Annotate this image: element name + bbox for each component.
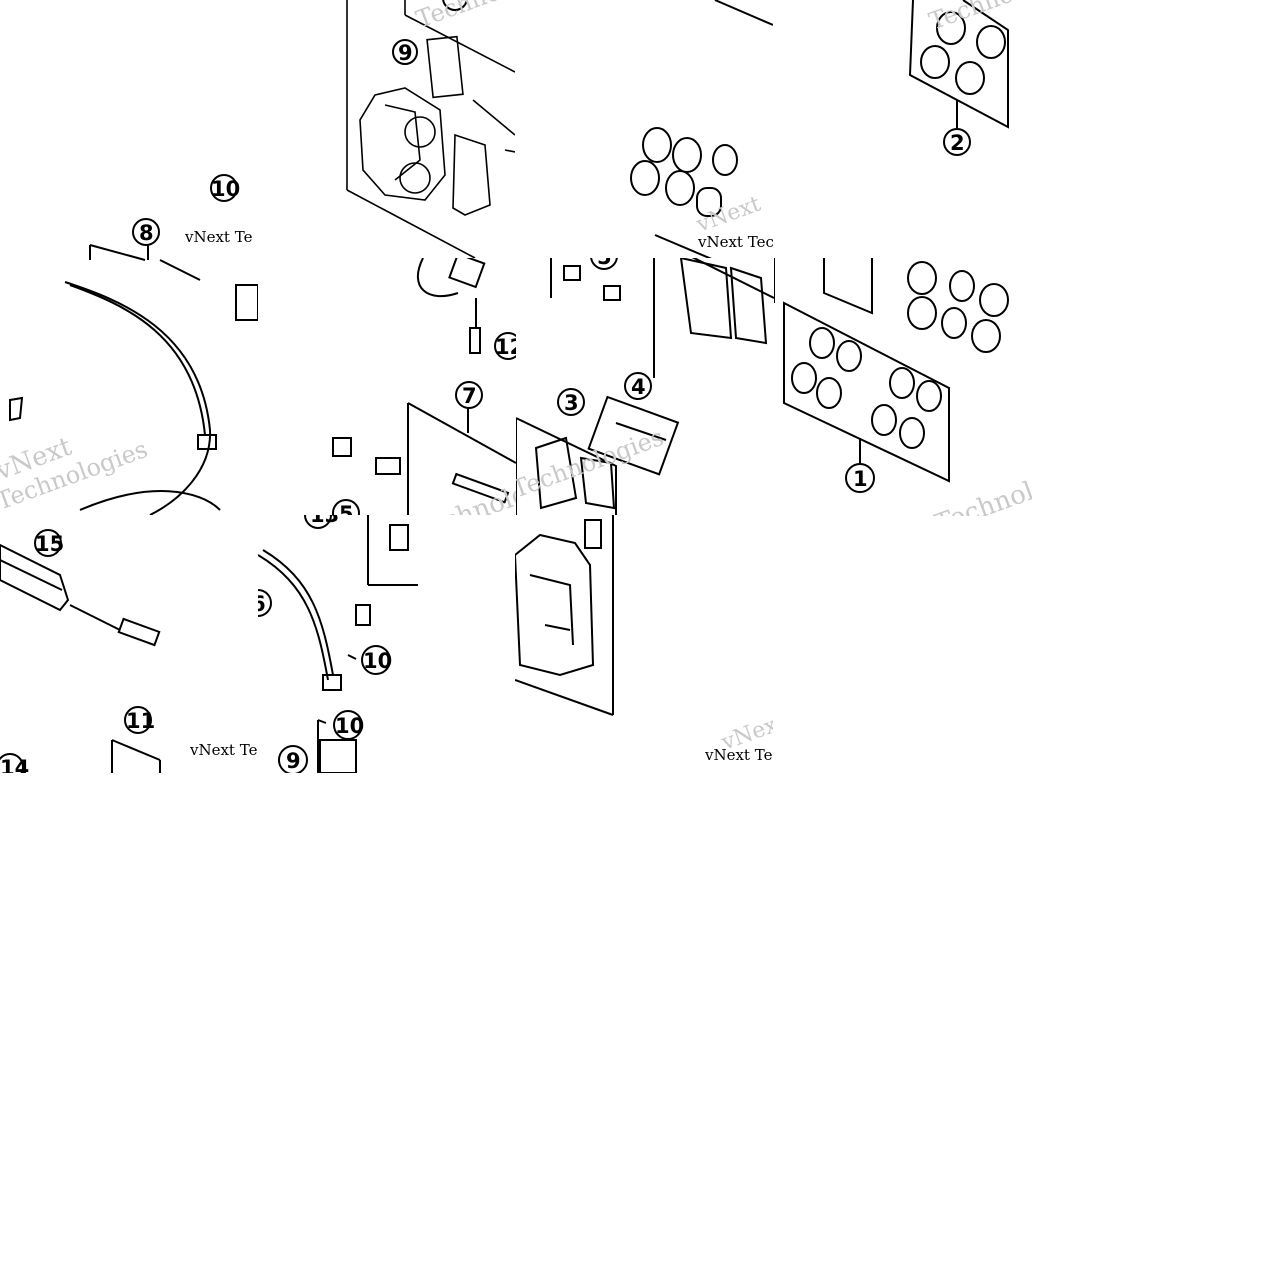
callout-1-label: 1 — [853, 467, 868, 491]
callout-10-label-c: 10 — [335, 714, 364, 738]
callout-6-label: 6 — [258, 592, 266, 616]
watermark-brand-c: Techno — [925, 0, 1016, 36]
tile-caliper-bottom: vNext Te vNext — [515, 515, 773, 773]
callout-4-label: 4 — [631, 375, 646, 399]
callout-5-label-a: 5 — [339, 502, 354, 516]
watermark-fragment: Techno — [412, 0, 503, 34]
watermark-brand-f: Technologies — [516, 423, 667, 504]
watermark-full-e: Technologies — [410, 461, 516, 516]
callout-12-label: 12 — [495, 335, 516, 359]
tile-guard-bottom-left: 15 11 14 vNext Te — [0, 515, 258, 773]
tile-caliper-top: 9 Techno — [345, 0, 515, 258]
callout-9-label-b: 9 — [286, 749, 301, 773]
watermark-text-d: vNext Te — [184, 228, 253, 246]
callout-11-label: 11 — [126, 709, 155, 733]
tile-seal-kit-right: 1 Technologies — [774, 258, 1032, 516]
tile-fittings-center: 7 5 12 Technologies — [258, 258, 516, 516]
callout-5-label-b: 5 — [597, 258, 612, 269]
watermark-brand-b: vNext — [693, 192, 765, 238]
callout-2-label: 2 — [950, 131, 965, 155]
callout-8-label: 8 — [139, 221, 154, 245]
callout-7-label: 7 — [462, 384, 477, 408]
watermark-text-h: vNext Te — [189, 741, 258, 759]
tile-hose-bottom: 10 10 9 6 13 — [258, 515, 516, 773]
watermark-brand-g: Technologies — [931, 453, 1032, 516]
callout-10-label-b: 10 — [363, 649, 392, 673]
watermark-text-b: vNext Tec — [697, 233, 773, 251]
callout-9-label: 9 — [398, 41, 413, 65]
callout-15-label: 15 — [35, 532, 64, 556]
callout-13-label: 13 — [310, 515, 339, 527]
callout-10-label-a: 10 — [211, 177, 240, 201]
callout-14-label: 14 — [0, 756, 29, 773]
watermark-text-j: vNext Te — [704, 746, 773, 764]
callout-3-label: 3 — [564, 391, 579, 415]
tile-pads-center: 3 4 5 Technologies — [516, 258, 774, 516]
tile-seals-top: vNext Tec vNext — [515, 0, 773, 258]
tile-pistons-top: 2 Techno — [773, 0, 1031, 258]
tile-hose-left: 8 10 vNext Te vNext Technologies — [0, 170, 258, 515]
